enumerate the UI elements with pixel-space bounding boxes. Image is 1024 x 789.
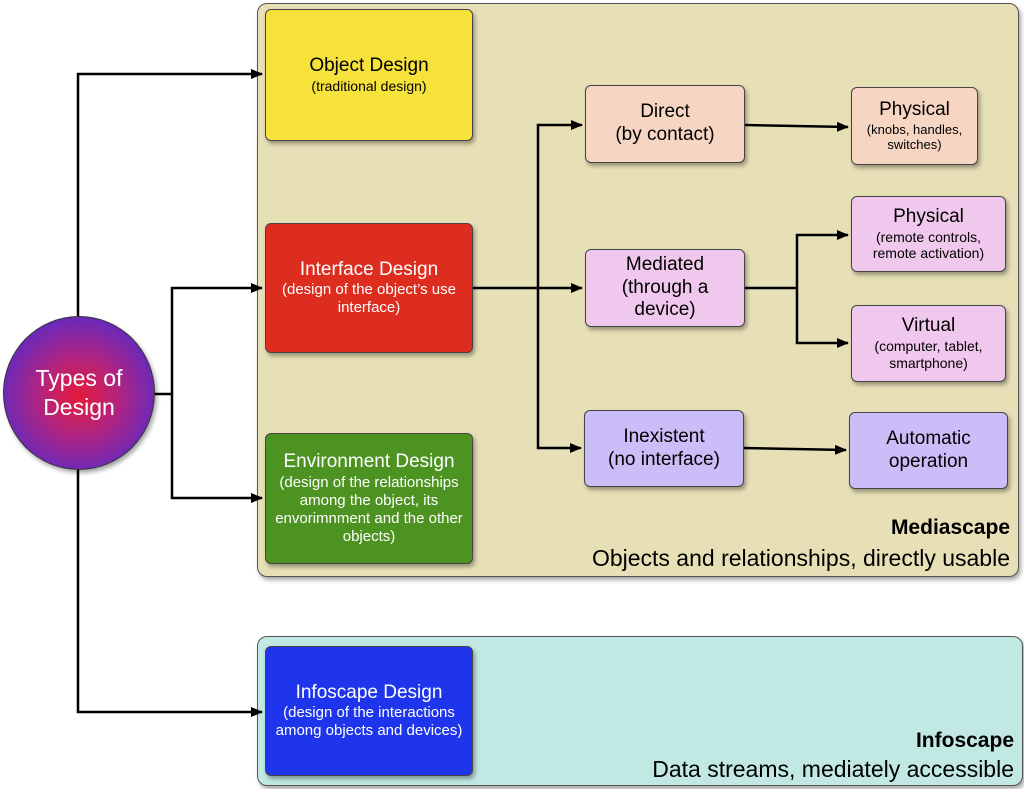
environment-design-title: Environment Design (283, 451, 455, 473)
mediated-mode-box: Mediated (through a device) (585, 249, 745, 327)
automatic-operation-line2: operation (888, 450, 969, 472)
mediated-mode-line3: device) (634, 299, 696, 321)
types-of-design-line1: Types of (35, 365, 123, 392)
connector-root-environment (170, 394, 263, 503)
mediascape-title: Mediascape (890, 516, 1010, 539)
interface-design-box: Interface Design (design of the object’s… (265, 223, 473, 353)
infoscape-design-title: Infoscape Design (295, 681, 443, 703)
physical-mediated-subtitle: (remote controls, remote activation) (872, 228, 985, 262)
environment-design-subtitle: (design of the relationships among the o… (275, 473, 463, 545)
physical-mediated-title: Physical (893, 205, 964, 227)
infoscape-design-box: Infoscape Design (design of the interact… (265, 646, 473, 776)
types-of-design-node: Types of Design (3, 316, 155, 470)
automatic-operation-line1: Automatic (886, 427, 971, 449)
interface-design-subtitle: (design of the object’s use interface) (281, 281, 456, 317)
physical-direct-title: Physical (879, 99, 950, 120)
direct-mode-line1: Direct (640, 101, 690, 123)
physical-direct-box: Physical (knobs, handles, switches) (851, 87, 978, 165)
object-design-subtitle: (traditional design) (311, 78, 427, 94)
virtual-title: Virtual (901, 315, 956, 337)
object-design-title: Object Design (309, 55, 429, 77)
infoscape-title: Infoscape (915, 729, 1014, 752)
physical-mediated-box: Physical (remote controls, remote activa… (851, 196, 1006, 272)
virtual-box: Virtual (computer, tablet, smartphone) (851, 305, 1006, 382)
physical-direct-subtitle: (knobs, handles, switches) (866, 121, 963, 153)
types-of-design-line2: Design (43, 394, 115, 420)
infoscape-design-subtitle: (design of the interactions among object… (275, 704, 463, 740)
types-of-design-label: Types of Design (24, 364, 134, 422)
environment-design-box: Environment Design (design of the relati… (265, 433, 473, 564)
connector-root-object (76, 69, 263, 316)
direct-mode-line2: (by contact) (615, 124, 715, 145)
object-design-box: Object Design (traditional design) (265, 9, 473, 141)
infoscape-subtitle: Data streams, mediately accessible (652, 756, 1014, 782)
direct-mode-box: Direct (by contact) (585, 85, 745, 163)
connector-root-interface (170, 283, 263, 394)
mediated-mode-line1: Mediated (625, 253, 705, 275)
automatic-operation-box: Automatic operation (849, 412, 1008, 489)
inexistent-mode-line1: Inexistent (623, 425, 705, 447)
inexistent-mode-line2: (no interface) (608, 448, 720, 470)
connector-root-infoscape (76, 468, 263, 717)
virtual-subtitle: (computer, tablet, smartphone) (874, 338, 983, 371)
interface-design-title: Interface Design (299, 258, 439, 280)
mediascape-subtitle: Objects and relationships, directly usab… (591, 545, 1010, 571)
inexistent-mode-box: Inexistent (no interface) (584, 410, 744, 487)
mediated-mode-line2: (through a (621, 276, 709, 298)
